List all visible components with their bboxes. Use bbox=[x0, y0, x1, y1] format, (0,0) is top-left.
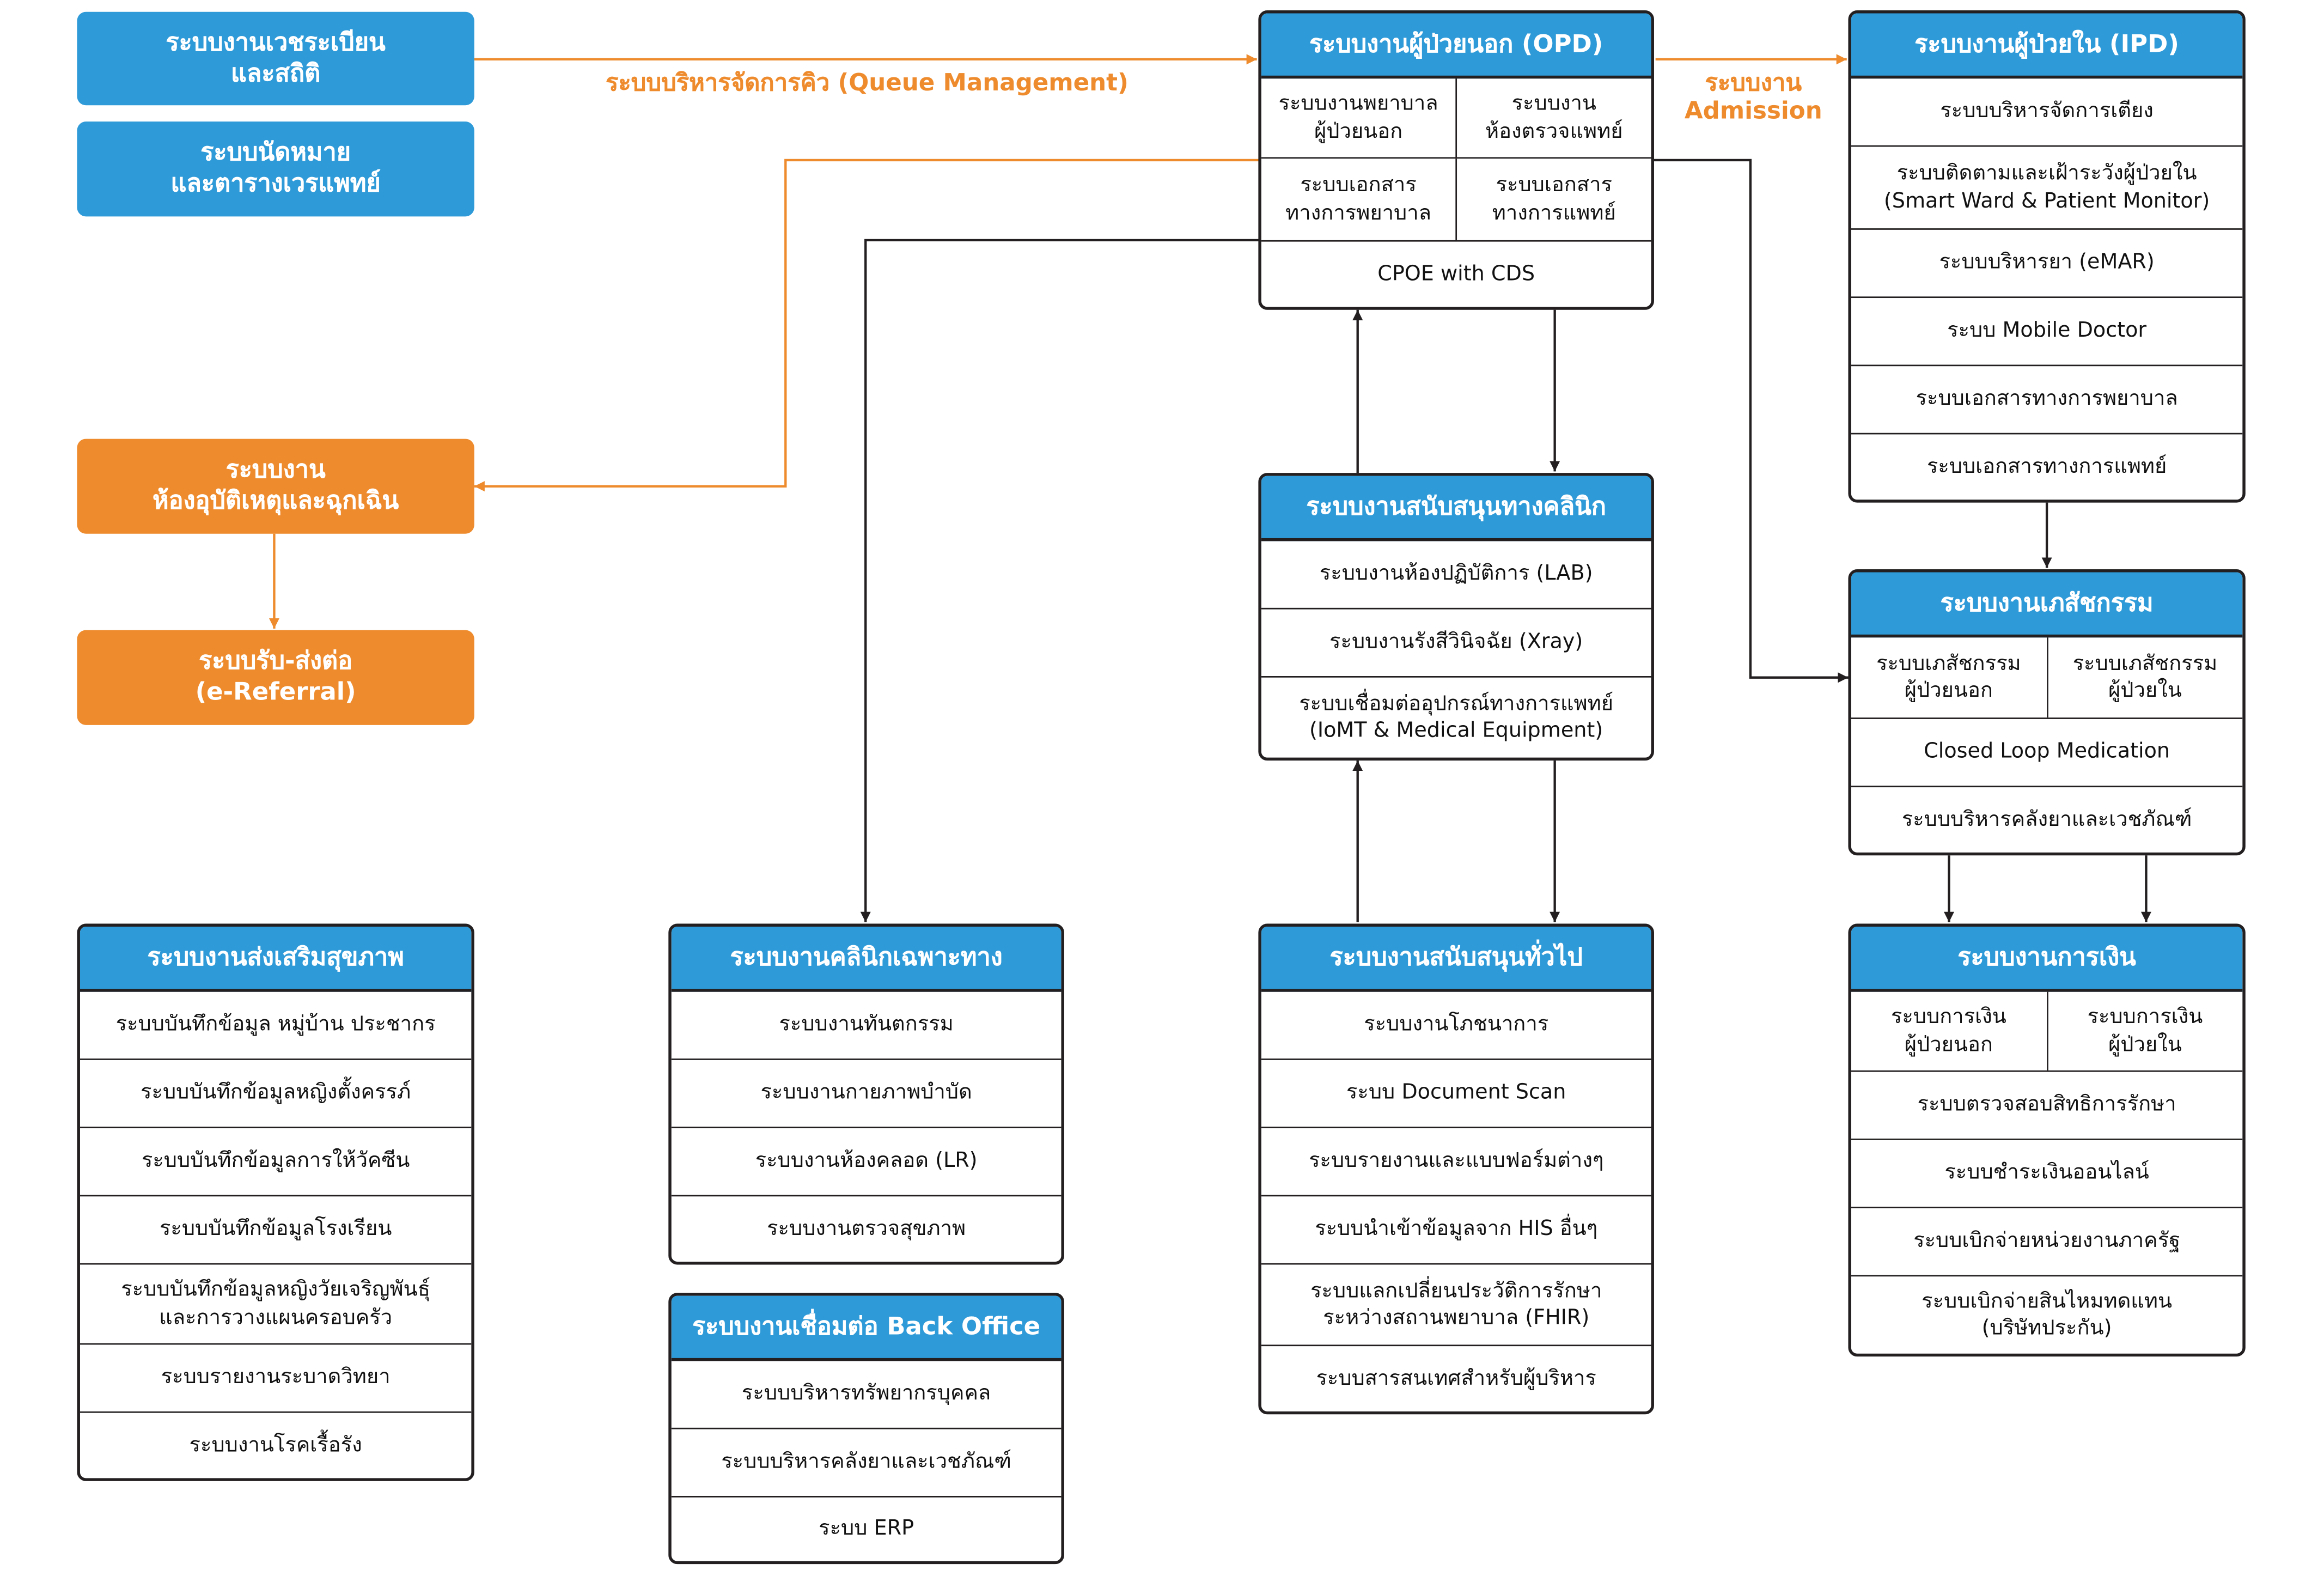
specialty-clinic-title: ระบบงานคลินิกเฉพาะทาง bbox=[671, 926, 1062, 992]
general-support-row[interactable]: ระบบ Document Scan bbox=[1261, 1060, 1651, 1129]
general-support-row[interactable]: ระบบงานโภชนาการ bbox=[1261, 992, 1651, 1060]
pharmacy-title: ระบบงานเภสัชกรรม bbox=[1851, 572, 2243, 638]
specialty-clinic-row[interactable]: ระบบงานทันตกรรม bbox=[671, 992, 1062, 1060]
opd-nursing-docs-cell[interactable]: ระบบเอกสาร ทางการพยาบาล bbox=[1261, 159, 1457, 240]
finance-title: ระบบงานการเงิน bbox=[1851, 926, 2243, 992]
specialty-clinic-box: ระบบงานคลินิกเฉพาะทาง ระบบงานทันตกรรม ระ… bbox=[668, 923, 1064, 1265]
specialty-clinic-row[interactable]: ระบบงานกายภาพบำบัด bbox=[671, 1060, 1062, 1129]
queue-management-label: ระบบบริหารจัดการคิว (Queue Management) bbox=[606, 68, 1129, 96]
back-office-row[interactable]: ระบบ ERP bbox=[819, 1517, 914, 1541]
cpoe-cds-row[interactable]: CPOE with CDS bbox=[1377, 262, 1535, 286]
ipd-row[interactable]: ระบบบริหารยา (eMAR) bbox=[1851, 230, 2243, 299]
finance-row[interactable]: ระบบชำระเงินออนไลน์ bbox=[1851, 1140, 2243, 1209]
specialty-clinic-row[interactable]: ระบบงานตรวจสุขภาพ bbox=[766, 1217, 966, 1241]
ipd-row[interactable]: ระบบบริหารจัดการเตียง bbox=[1851, 78, 2243, 147]
back-office-row[interactable]: ระบบบริหารคลังยาและเวชภัณฑ์ bbox=[671, 1429, 1062, 1498]
opd-title: ระบบงานผู้ป่วยนอก (OPD) bbox=[1261, 13, 1651, 79]
finance-row[interactable]: ระบบเบิกจ่ายสินไหมทดแทน (บริษัทประกัน) bbox=[1922, 1289, 2173, 1341]
health-promotion-row[interactable]: ระบบรายงานระบาดวิทยา bbox=[80, 1344, 472, 1413]
clinical-support-row[interactable]: ระบบงานรังสีวินิจฉัย (Xray) bbox=[1261, 610, 1651, 678]
health-promotion-row[interactable]: ระบบบันทึกข้อมูลหญิงตั้งครรภ์ bbox=[80, 1060, 472, 1129]
back-office-row[interactable]: ระบบบริหารทรัพยากรบุคคล bbox=[671, 1361, 1062, 1429]
clinical-support-title: ระบบงานสนับสนุนทางคลินิก bbox=[1261, 476, 1651, 541]
health-promotion-row[interactable]: ระบบบันทึกข้อมูลหญิงวัยเจริญพันธุ์ และกา… bbox=[80, 1264, 472, 1345]
pharmacy-row[interactable]: ระบบบริหารคลังยาและเวชภัณฑ์ bbox=[1901, 807, 2192, 832]
clinical-support-box: ระบบงานสนับสนุนทางคลินิก ระบบงานห้องปฏิบ… bbox=[1258, 473, 1654, 761]
medical-records-system[interactable]: ระบบงานเวชระเบียน และสถิติ bbox=[77, 11, 474, 106]
finance-box: ระบบงานการเงิน ระบบการเงิน ผู้ป่วยนอก ระ… bbox=[1848, 923, 2246, 1357]
opd-box: ระบบงานผู้ป่วยนอก (OPD) ระบบงานพยาบาล ผู… bbox=[1258, 10, 1654, 310]
ipd-row[interactable]: ระบบติดตามและเฝ้าระวังผู้ป่วยใน (Smart W… bbox=[1851, 147, 2243, 230]
finance-row[interactable]: ระบบเบิกจ่ายหน่วยงานภาครัฐ bbox=[1851, 1208, 2243, 1277]
pharmacy-row[interactable]: Closed Loop Medication bbox=[1851, 719, 2243, 788]
general-support-title: ระบบงานสนับสนุนทั่วไป bbox=[1261, 926, 1651, 992]
general-support-row[interactable]: ระบบสารสนเทศสำหรับผู้บริหาร bbox=[1316, 1366, 1596, 1391]
ipd-box: ระบบงานผู้ป่วยใน (IPD) ระบบบริหารจัดการเ… bbox=[1848, 10, 2246, 503]
pharmacy-box: ระบบงานเภสัชกรรม ระบบเภสัชกรรม ผู้ป่วยนอ… bbox=[1848, 569, 2246, 856]
finance-ipd-cell[interactable]: ระบบการเงิน ผู้ป่วยใน bbox=[2087, 1006, 2203, 1057]
finance-opd-cell[interactable]: ระบบการเงิน ผู้ป่วยนอก bbox=[1851, 991, 2048, 1070]
health-promotion-row[interactable]: ระบบงานโรคเรื้อรัง bbox=[189, 1433, 362, 1457]
ipd-row[interactable]: ระบบเอกสารทางการแพทย์ bbox=[1926, 455, 2167, 479]
general-support-row[interactable]: ระบบรายงานและแบบฟอร์มต่างๆ bbox=[1261, 1128, 1651, 1197]
health-promotion-row[interactable]: ระบบบันทึกข้อมูล หมู่บ้าน ประชากร bbox=[80, 992, 472, 1060]
health-promotion-box: ระบบงานส่งเสริมสุขภาพ ระบบบันทึกข้อมูล ห… bbox=[77, 923, 474, 1481]
admission-label: ระบบงาน Admission bbox=[1684, 68, 1822, 125]
ipd-row[interactable]: ระบบ Mobile Doctor bbox=[1851, 298, 2243, 367]
emergency-room-system[interactable]: ระบบงาน ห้องอุบัติเหตุและฉุกเฉิน bbox=[77, 439, 474, 534]
ipd-title: ระบบงานผู้ป่วยใน (IPD) bbox=[1851, 13, 2243, 79]
opd-to-specialty-arrow bbox=[860, 239, 1260, 922]
e-referral-system[interactable]: ระบบรับ-ส่งต่อ (e-Referral) bbox=[77, 630, 474, 725]
health-promotion-row[interactable]: ระบบบันทึกข้อมูลการให้วัคซีน bbox=[80, 1128, 472, 1197]
clinical-support-row[interactable]: ระบบงานห้องปฏิบัติการ (LAB) bbox=[1261, 541, 1651, 610]
general-support-row[interactable]: ระบบนำเข้าข้อมูลจาก HIS อื่นๆ bbox=[1261, 1196, 1651, 1265]
opd-to-pharmacy-arrow bbox=[1654, 159, 1849, 683]
clinical-support-row[interactable]: ระบบเชื่อมต่ออุปกรณ์ทางการแพทย์ (IoMT & … bbox=[1299, 692, 1614, 743]
ipd-row[interactable]: ระบบเอกสารทางการพยาบาล bbox=[1851, 366, 2243, 435]
opd-exam-room-cell[interactable]: ระบบงาน ห้องตรวจแพทย์ bbox=[1485, 92, 1623, 143]
opd-medical-docs-cell[interactable]: ระบบเอกสาร ทางการแพทย์ bbox=[1492, 174, 1616, 225]
finance-row[interactable]: ระบบตรวจสอบสิทธิการรักษา bbox=[1851, 1072, 2243, 1140]
specialty-clinic-row[interactable]: ระบบงานห้องคลอด (LR) bbox=[671, 1128, 1062, 1197]
general-support-row[interactable]: ระบบแลกเปลี่ยนประวัติการรักษา ระหว่างสถา… bbox=[1261, 1264, 1651, 1347]
health-promotion-title: ระบบงานส่งเสริมสุขภาพ bbox=[80, 926, 472, 992]
appointment-system[interactable]: ระบบนัดหมาย และตารางเวรแพทย์ bbox=[77, 121, 474, 217]
opd-to-er-arrow bbox=[474, 159, 1260, 492]
pharmacy-ipd-cell[interactable]: ระบบเภสัชกรรม ผู้ป่วยใน bbox=[2072, 652, 2218, 703]
pharmacy-opd-cell[interactable]: ระบบเภสัชกรรม ผู้ป่วยนอก bbox=[1851, 637, 2048, 718]
health-promotion-row[interactable]: ระบบบันทึกข้อมูลโรงเรียน bbox=[80, 1196, 472, 1265]
back-office-box: ระบบงานเชื่อมต่อ Back Office ระบบบริหารท… bbox=[668, 1293, 1064, 1565]
general-support-box: ระบบงานสนับสนุนทั่วไป ระบบงานโภชนาการ ระ… bbox=[1258, 923, 1654, 1415]
opd-nursing-cell[interactable]: ระบบงานพยาบาล ผู้ป่วยนอก bbox=[1261, 78, 1457, 157]
back-office-title: ระบบงานเชื่อมต่อ Back Office bbox=[671, 1295, 1062, 1361]
